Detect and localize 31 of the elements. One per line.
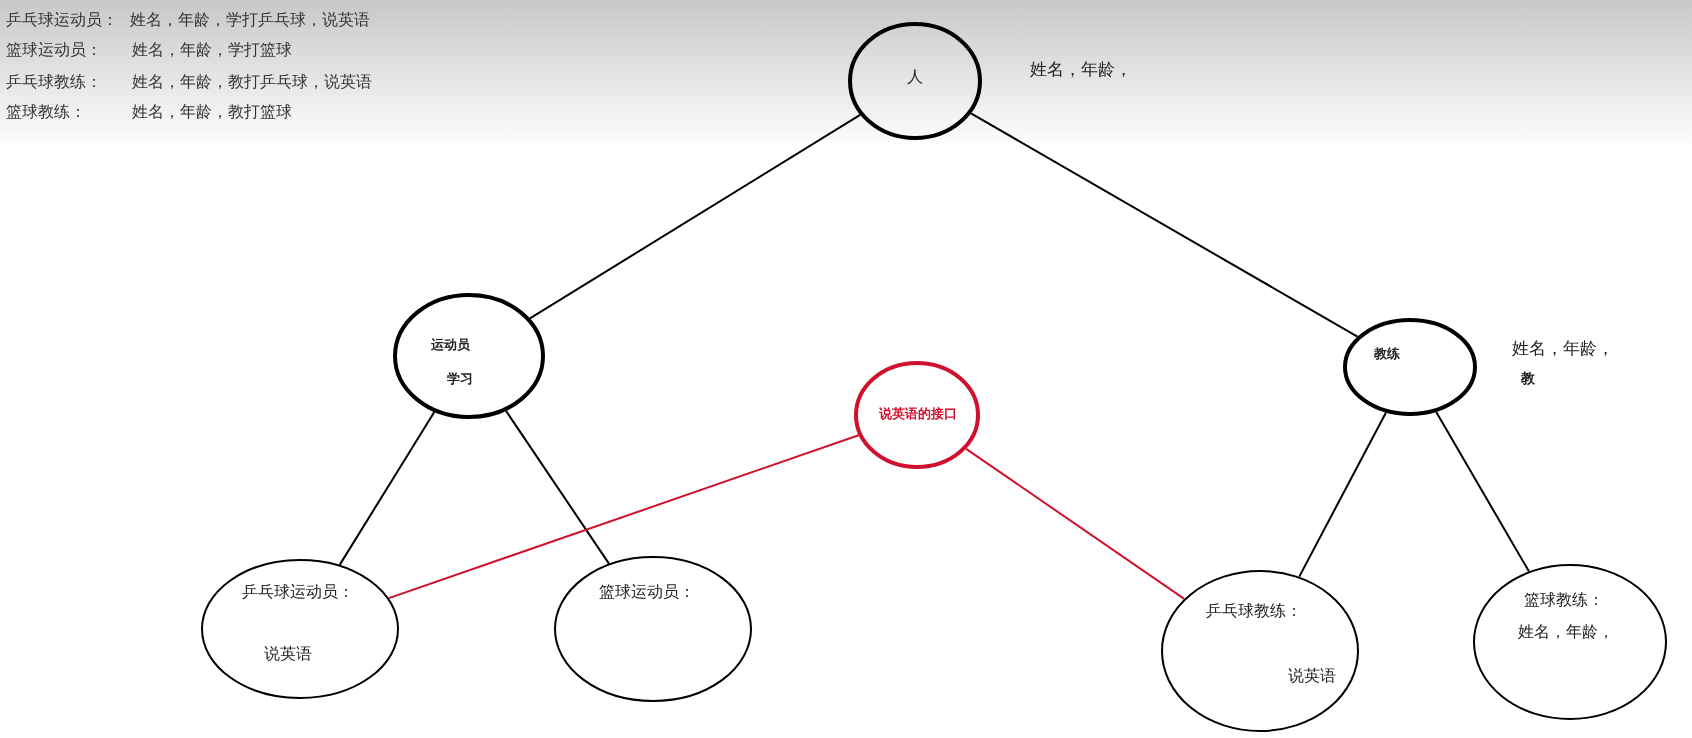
note-text: 姓名，年龄，教打篮球	[132, 102, 292, 123]
connector-line	[1435, 411, 1530, 573]
node-label: 乒乓球运动员：	[242, 582, 354, 603]
node-label: 人	[907, 67, 923, 88]
note-text: 乒乓球运动员：	[6, 10, 118, 31]
node-label: 姓名，年龄，	[1518, 622, 1614, 643]
connector-line	[970, 112, 1359, 338]
note-text: 乒乓球教练：	[6, 72, 102, 93]
node-label: 说英语	[1288, 666, 1336, 687]
note-text: 姓名，年龄，学打篮球	[132, 40, 292, 61]
connector-line	[965, 447, 1186, 600]
note-text: 姓名，年龄，教打乒乓球，说英语	[132, 72, 372, 93]
node-label: 乒乓球教练：	[1206, 601, 1302, 622]
node-label: 运动员	[431, 336, 470, 354]
attribute-note: 教	[1521, 370, 1535, 388]
attribute-note: 姓名，年龄，	[1030, 58, 1132, 81]
node-label: 篮球运动员：	[599, 582, 695, 603]
node-label: 篮球教练：	[1524, 590, 1604, 611]
connector-line	[505, 410, 610, 565]
note-text: 姓名，年龄，学打乒乓球，说英语	[130, 10, 370, 31]
node-label: 学习	[447, 370, 473, 388]
connector-line	[1298, 411, 1387, 578]
attribute-note: 姓名，年龄，	[1512, 337, 1614, 360]
node-label: 说英语的接口	[879, 405, 957, 423]
connector-line	[387, 434, 860, 600]
node-label: 说英语	[264, 644, 312, 665]
connector-line	[338, 411, 436, 566]
note-text: 篮球教练：	[6, 102, 86, 123]
connector-line	[529, 113, 862, 320]
note-text: 篮球运动员：	[6, 40, 102, 61]
node-label: 教练	[1374, 345, 1400, 363]
